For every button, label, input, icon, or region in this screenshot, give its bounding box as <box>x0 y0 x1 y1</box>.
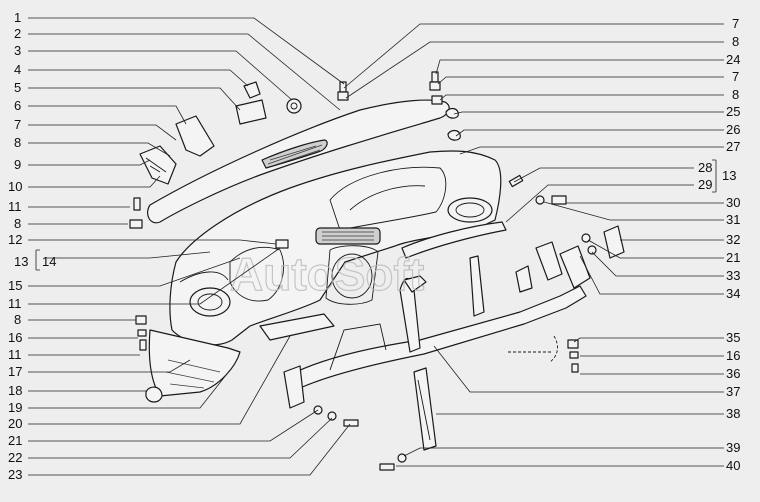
callout-right-5: 25 <box>726 104 740 119</box>
callout-left-24: 22 <box>8 450 22 465</box>
callout-left-7: 8 <box>14 135 21 150</box>
callout-left-5: 6 <box>14 98 21 113</box>
callout-right-11: 31 <box>726 212 740 227</box>
left-support-arm <box>403 275 427 293</box>
callout-right-17: 16 <box>726 348 740 363</box>
side-bracket <box>175 115 215 157</box>
knob <box>286 98 302 114</box>
steering-bracket <box>535 241 563 281</box>
callout-left-3: 4 <box>14 62 21 77</box>
callout-left-22: 20 <box>8 416 22 431</box>
parts-drawing <box>129 71 625 471</box>
callout-right-14: 33 <box>726 268 740 283</box>
vertical-brace <box>469 255 485 317</box>
callout-right-3: 7 <box>732 69 739 84</box>
callout-right-10: 30 <box>726 195 740 210</box>
callout-right-15: 34 <box>726 286 740 301</box>
callout-right-18: 36 <box>726 366 740 381</box>
trim-strip <box>401 221 507 259</box>
callout-right-6: 26 <box>726 122 740 137</box>
callout-left-25: 23 <box>8 467 22 482</box>
left-callout-numbers: 1234567891011812131511816111718192021222… <box>8 10 28 482</box>
callout-left-6: 7 <box>14 117 21 132</box>
callout-right-9: 29 <box>698 177 712 192</box>
callout-left-23: 21 <box>8 433 22 448</box>
callout-left-8: 9 <box>14 157 21 172</box>
callout-13-right: 13 <box>722 168 736 183</box>
plug <box>145 386 163 403</box>
callout-left-14: 15 <box>8 278 22 293</box>
callout-right-19: 37 <box>726 384 740 399</box>
callout-left-2: 3 <box>14 43 21 58</box>
end-bracket <box>559 245 591 289</box>
callout-right-12: 32 <box>726 232 740 247</box>
left-vent <box>189 287 231 317</box>
callout-left-9: 10 <box>8 179 22 194</box>
callout-right-8: 28 <box>698 160 712 175</box>
callout-right-13: 21 <box>726 250 740 265</box>
callout-left-13: 13 <box>14 254 28 269</box>
callout-left-18: 11 <box>8 347 22 362</box>
callout-right-16: 35 <box>726 330 740 345</box>
callout-right-1: 8 <box>732 34 739 49</box>
lower-support <box>413 367 437 451</box>
defroster-grille <box>261 139 328 169</box>
callout-left-10: 11 <box>8 199 22 214</box>
cross-car-beam <box>295 285 587 389</box>
side-mount-bracket <box>603 225 625 259</box>
cover-plate <box>235 99 267 125</box>
callout-left-17: 16 <box>8 330 22 345</box>
callout-left-19: 17 <box>8 364 22 379</box>
callout-left-11: 8 <box>14 216 21 231</box>
callout-left-0: 1 <box>14 10 21 25</box>
lower-panel <box>148 329 241 397</box>
callout-left-16: 8 <box>14 312 21 327</box>
callout-left-1: 2 <box>14 26 21 41</box>
callout-right-21: 39 <box>726 440 740 455</box>
callout-left-20: 18 <box>8 383 22 398</box>
callout-right-22: 40 <box>726 458 740 473</box>
left-end-bracket <box>283 365 305 409</box>
watermark-text: AutoSoft <box>230 248 424 300</box>
mounting-bracket <box>139 145 177 185</box>
callout-right-0: 7 <box>732 16 739 31</box>
callout-14: 14 <box>42 254 56 269</box>
fasteners <box>129 71 597 471</box>
callout-left-12: 12 <box>8 232 22 247</box>
right-callout-numbers: 7 8 24 7 8 25 26 27 28 29 30 31 32 21 33 34 35 16 36 37 38 39… <box>698 16 740 473</box>
leader-lines <box>28 17 724 476</box>
glovebox-lid <box>259 313 335 341</box>
callout-right-7: 27 <box>726 139 740 154</box>
callout-right-4: 8 <box>732 87 739 102</box>
callout-left-15: 11 <box>8 296 22 311</box>
callout-left-21: 19 <box>8 400 22 415</box>
callout-left-4: 5 <box>14 80 21 95</box>
callout-right-2: 24 <box>726 52 740 67</box>
right-bracket <box>515 265 533 293</box>
callout-right-20: 38 <box>726 406 740 421</box>
dashboard-top-cover <box>147 99 450 224</box>
right-vent <box>447 197 493 223</box>
